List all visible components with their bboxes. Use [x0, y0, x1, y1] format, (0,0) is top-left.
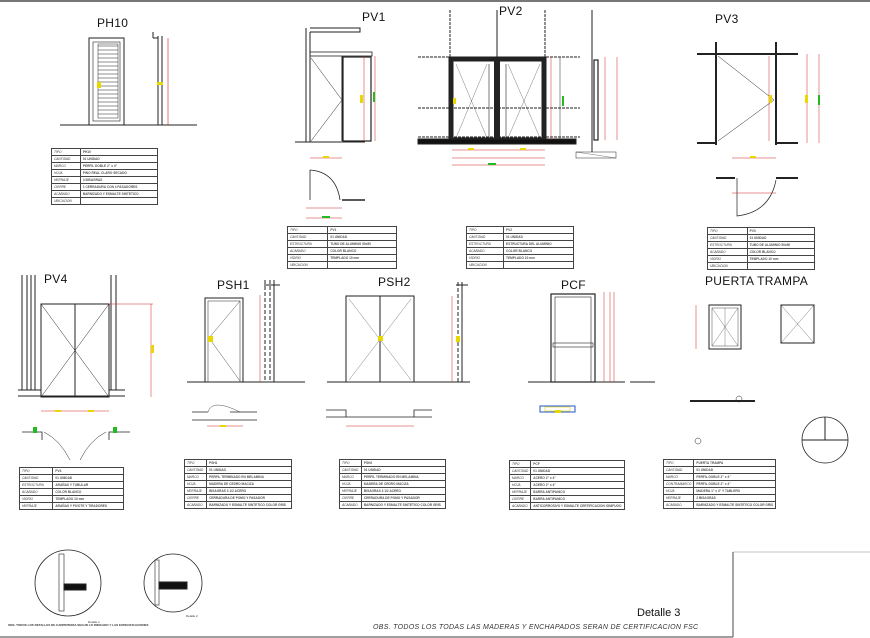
bottom-note: OBS. TODOS LOS DETALLES DE CARPINTERIA S… [8, 623, 149, 627]
title-ph10: PH10 [97, 16, 129, 30]
green-dimension-labels [33, 92, 820, 433]
table-row: UBICACION [465, 261, 574, 269]
title-pv3: PV3 [715, 12, 739, 26]
detail-1-label: Detalle 1 [88, 620, 100, 624]
table-row: UBICACION [707, 262, 816, 270]
detail-3-label: Detalle 3 [637, 607, 681, 619]
detail-2-label: Detalle 2 [186, 614, 198, 618]
ph10-slats [97, 43, 119, 119]
title-psh2: PSH2 [378, 275, 411, 289]
fsc-note: OBS. TODOS LOS TODAS LAS MADERAS Y ENCHA… [373, 624, 699, 631]
title-psh1: PSH1 [217, 278, 250, 292]
title-pv2: PV2 [499, 4, 523, 18]
table-row: UBICACION [51, 197, 159, 205]
title-pv1: PV1 [362, 10, 386, 24]
title-puerta-trampa: PUERTA TRAMPA [705, 274, 809, 288]
table-row: UBICACION [286, 261, 397, 269]
title-pcf: PCF [561, 278, 586, 292]
title-pv4: PV4 [44, 272, 68, 286]
dimension-labels [55, 82, 808, 427]
top-border [0, 0, 870, 2]
